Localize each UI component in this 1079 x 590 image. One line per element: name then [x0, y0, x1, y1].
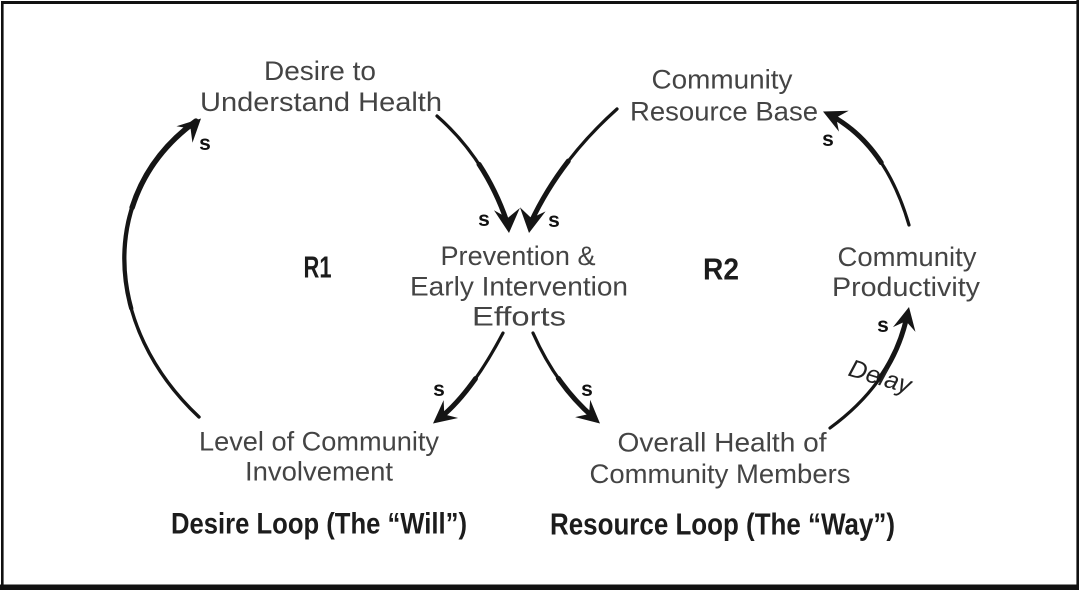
svg-text:Efforts: Efforts	[472, 302, 566, 332]
svg-text:Involvement: Involvement	[245, 457, 394, 487]
svg-text:R1: R1	[304, 250, 332, 285]
svg-text:s: s	[877, 314, 889, 337]
svg-text:Community: Community	[838, 242, 978, 272]
svg-text:Productivity: Productivity	[832, 272, 981, 302]
svg-text:Resource Loop (The “Way”): Resource Loop (The “Way”)	[550, 507, 895, 542]
svg-text:Prevention &: Prevention &	[441, 241, 596, 271]
svg-text:Desire to: Desire to	[264, 56, 376, 86]
svg-text:s: s	[478, 208, 490, 231]
svg-text:Resource Base: Resource Base	[630, 97, 818, 127]
svg-text:s: s	[581, 378, 593, 401]
svg-text:s: s	[199, 132, 211, 155]
svg-text:Understand Health: Understand Health	[200, 87, 442, 117]
svg-text:s: s	[822, 128, 834, 151]
svg-text:s: s	[548, 209, 560, 232]
svg-text:Early Intervention: Early Intervention	[410, 272, 628, 302]
svg-text:Level of Community: Level of Community	[199, 427, 439, 457]
svg-text:Community: Community	[652, 65, 794, 95]
svg-text:R2: R2	[703, 252, 739, 287]
svg-text:Overall Health of: Overall Health of	[618, 428, 828, 458]
svg-text:Desire Loop (The “Will”): Desire Loop (The “Will”)	[171, 508, 467, 541]
svg-text:Community Members: Community Members	[590, 459, 851, 489]
svg-text:s: s	[433, 378, 445, 401]
